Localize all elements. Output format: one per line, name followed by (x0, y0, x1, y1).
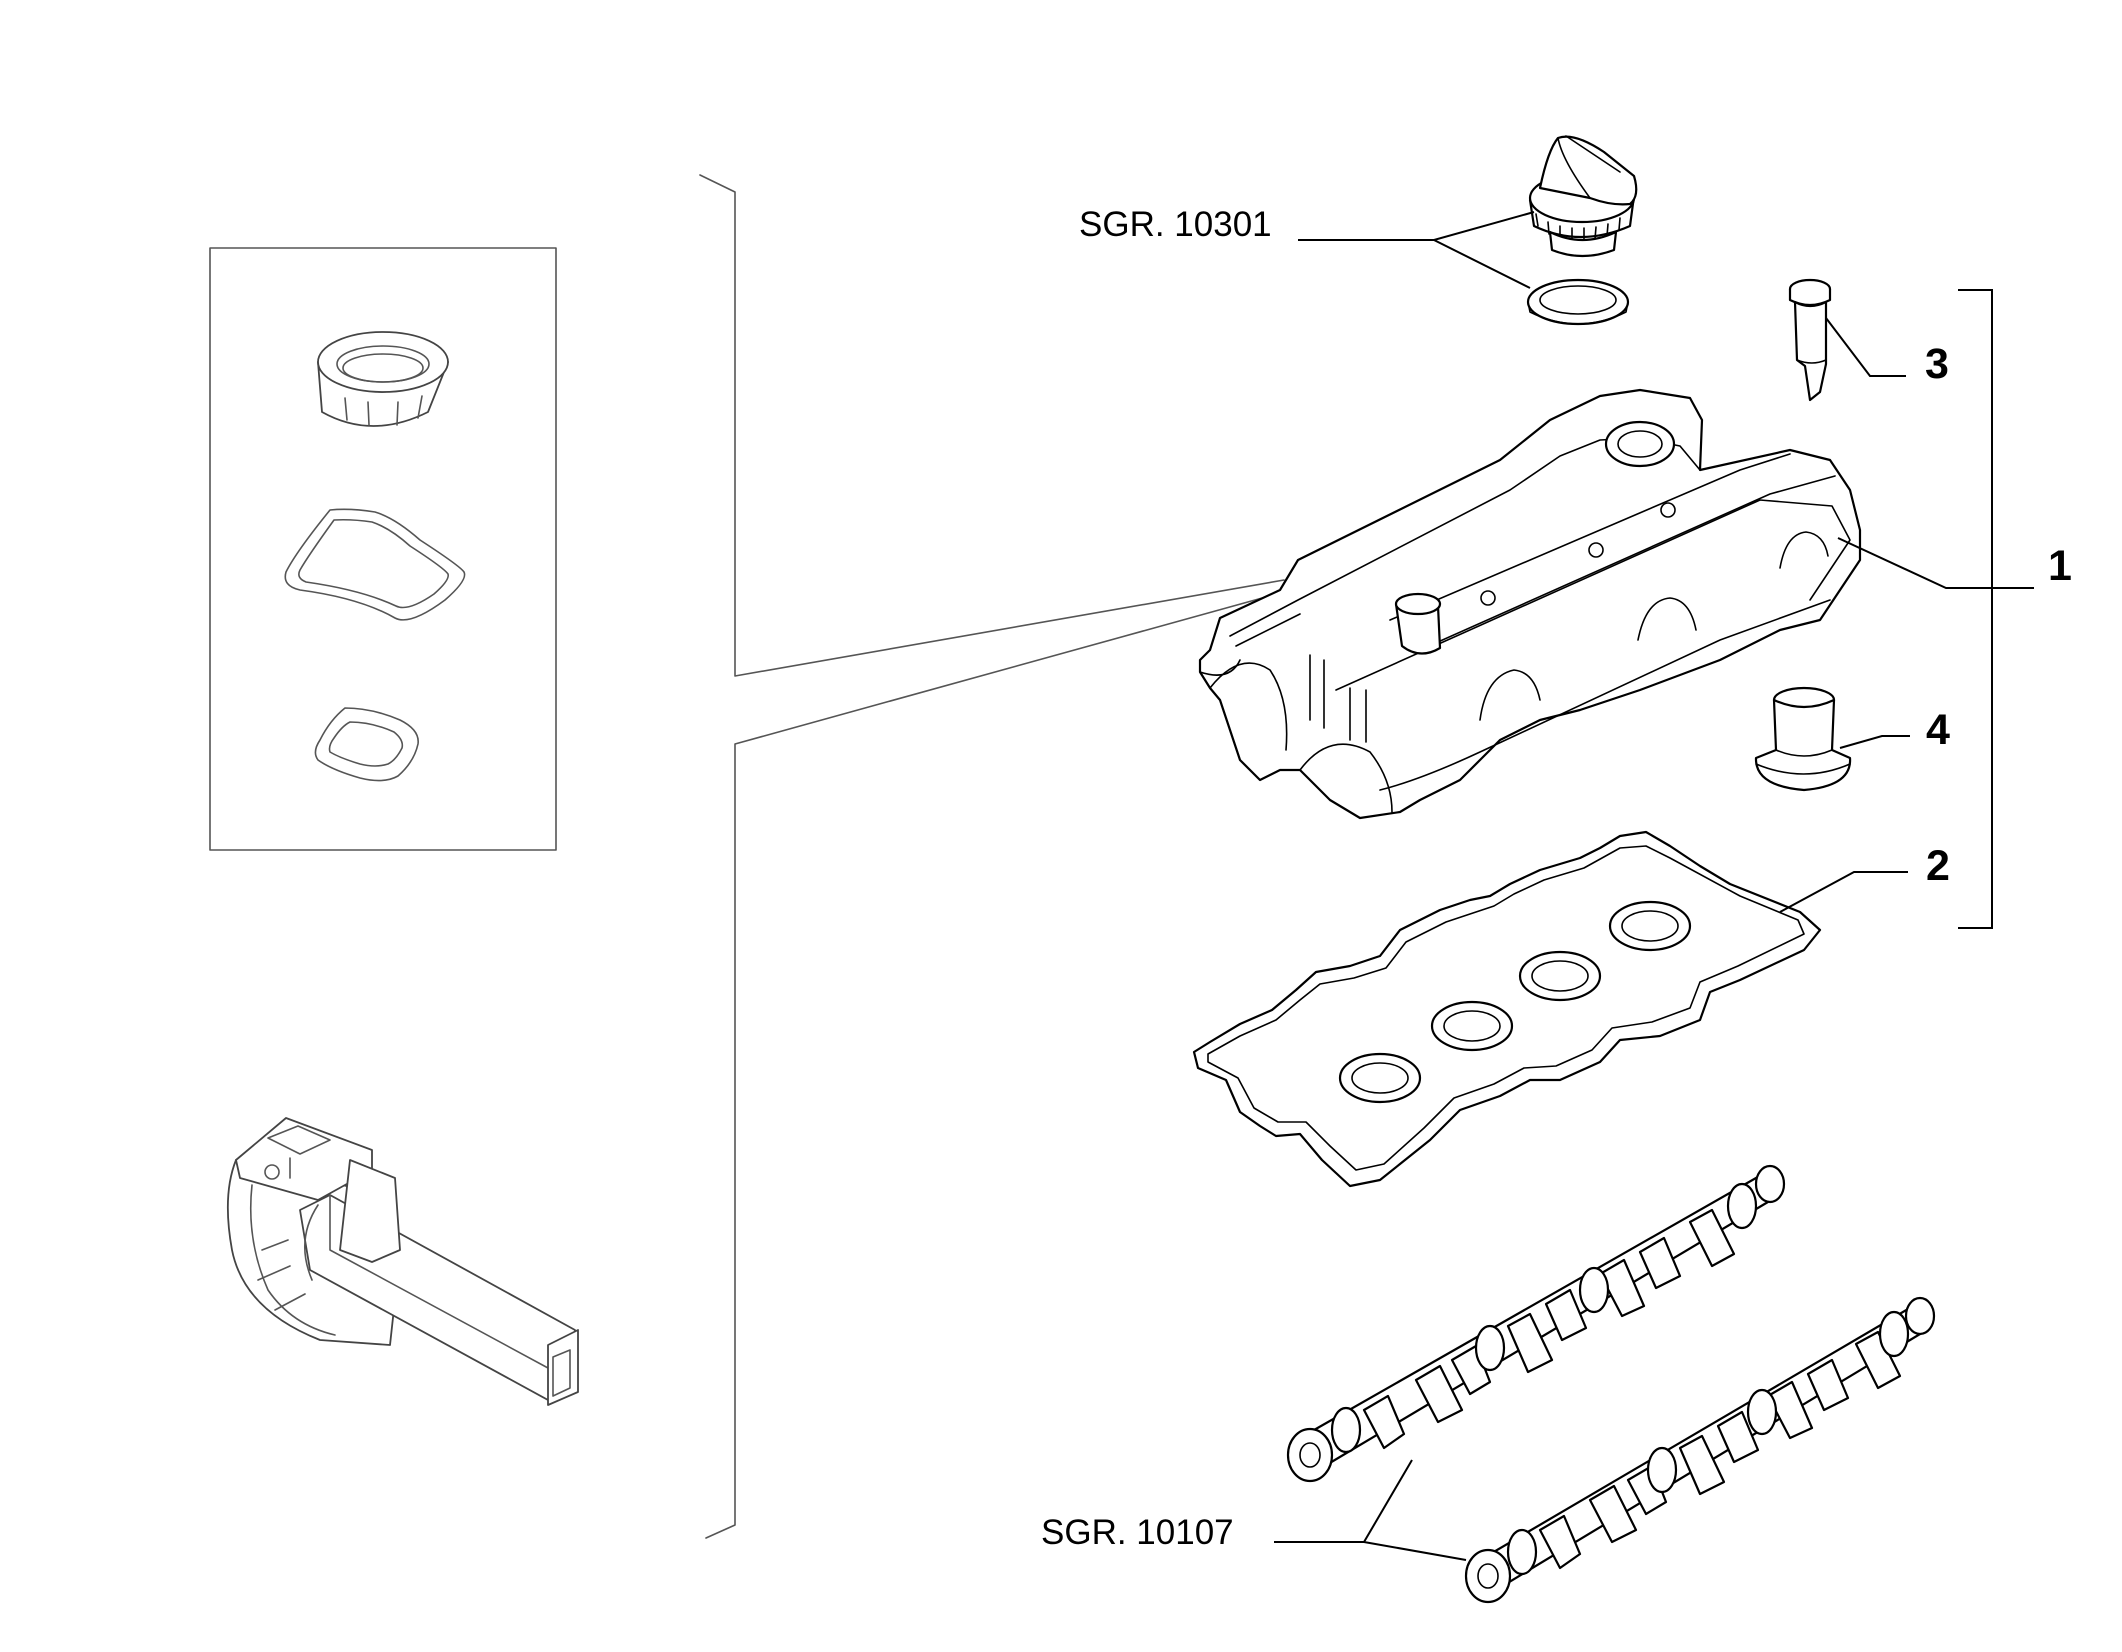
exhaust-cam-lobes (1538, 1330, 1902, 1570)
camshaft-reference-leader (1274, 1459, 1467, 1561)
cover-gasket-drawing (1192, 830, 1822, 1188)
oil-cap-o-ring-drawing (1526, 278, 1630, 326)
oil-filler-neck-drawing (226, 1117, 579, 1406)
oil-cap-reference-label: SGR. 10301 (1079, 205, 1272, 244)
locating-pin-callout: 3 (1925, 340, 1949, 388)
oil-cap-reference-leader (1298, 211, 1535, 289)
exhaust-camshaft-drawing (1464, 1296, 1936, 1604)
cylinder-head-cover-leader (1837, 537, 2034, 589)
cover-gasket-leader (1779, 871, 1908, 913)
small-square-gasket-drawing (314, 707, 419, 782)
filler-neck-ring-drawing (317, 331, 449, 427)
cylinder-head-cover-drawing (1198, 388, 1862, 820)
inset-bracket (699, 174, 1285, 1539)
bushing-drawing (1754, 686, 1852, 792)
bushing-leader (1839, 735, 1910, 749)
intake-cam-lobes (1362, 1208, 1736, 1450)
cylinder-head-cover-callout: 1 (2048, 542, 2072, 590)
intake-camshaft-drawing (1286, 1164, 1786, 1483)
camshaft-reference-label: SGR. 10107 (1041, 1513, 1234, 1552)
large-square-gasket-drawing (284, 508, 466, 621)
intake-cam-journals (1330, 1182, 1758, 1454)
exhaust-cam-journals (1506, 1310, 1910, 1576)
locating-pin-leader (1825, 317, 1906, 377)
oil-filler-cap-drawing (1528, 135, 1638, 258)
locating-pin-drawing (1788, 278, 1832, 402)
bushing-callout: 4 (1926, 706, 1950, 754)
assembly-bracket (1958, 289, 1993, 929)
seal-kit-inset (209, 247, 557, 851)
cover-gasket-callout: 2 (1926, 842, 1950, 890)
